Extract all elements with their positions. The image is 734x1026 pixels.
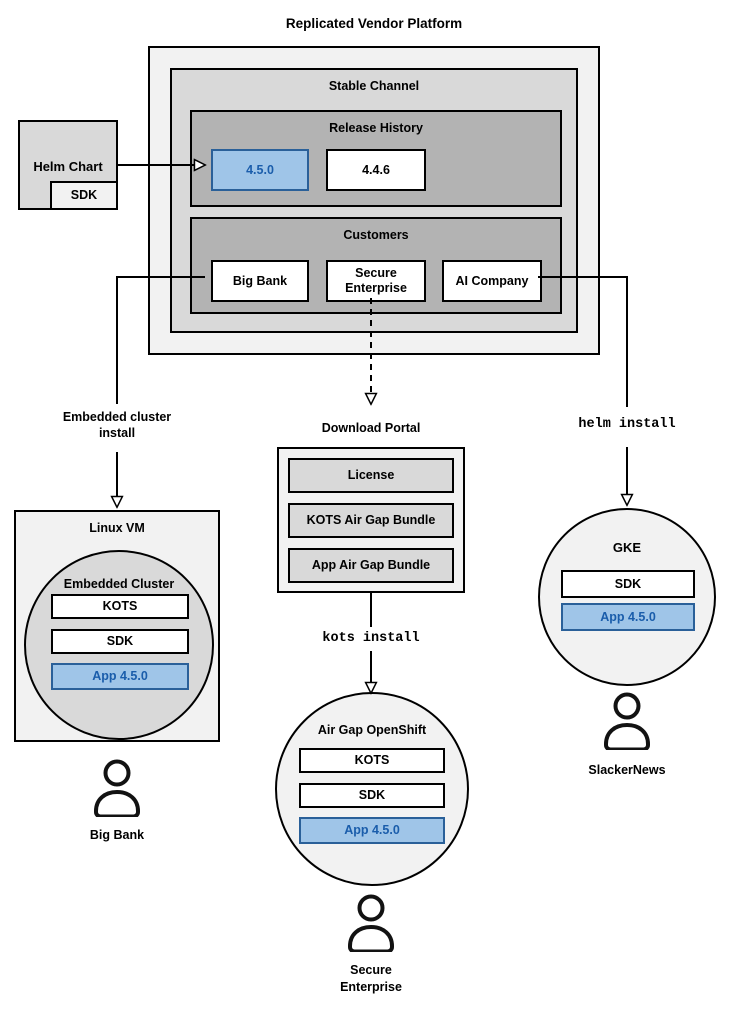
portal-app-bundle-box: App Air Gap Bundle [288,548,454,583]
airgap-sdk-box: SDK [299,783,445,808]
embedded-cluster-circle: Embedded Cluster KOTS SDK App 4.5.0 [24,550,214,740]
customer-secure-enterprise: Secure Enterprise [326,260,426,302]
release-version-previous: 4.4.6 [326,149,426,191]
slackernews-user-label: SlackerNews [588,763,666,777]
airgap-openshift-label: Air Gap OpenShift [317,723,427,737]
big-bank-user-icon [94,759,140,817]
gke-label: GKE [612,540,642,555]
release-history-label: Release History [329,121,423,135]
embedded-install-arrow-label: Embedded cluster install [62,410,172,441]
airgap-openshift-circle: Air Gap OpenShift KOTS SDK App 4.5.0 [275,692,469,886]
airgap-kots-box: KOTS [299,748,445,773]
stable-channel-box: Stable Channel Release History 4.5.0 4.4… [170,68,578,333]
customers-label: Customers [343,228,409,242]
portal-license-box: License [288,458,454,493]
slackernews-user-icon [604,692,650,750]
customer-ai-company: AI Company [442,260,542,302]
embedded-cluster-label: Embedded Cluster [63,577,175,591]
stable-channel-label: Stable Channel [328,79,420,93]
embedded-kots-box: KOTS [51,594,189,619]
linux-vm-label: Linux VM [89,521,145,535]
portal-kots-bundle-box: KOTS Air Gap Bundle [288,503,454,538]
customer-big-bank: Big Bank [211,260,309,302]
kots-install-command: kots install [322,631,420,646]
customers-box: Customers Big Bank Secure Enterprise AI … [190,217,562,314]
big-bank-user-label: Big Bank [89,828,145,842]
download-portal-label: Download Portal [321,421,421,435]
airgap-app-box: App 4.5.0 [299,817,445,844]
secure-enterprise-user-label: Secure Enterprise [340,963,402,994]
helm-install-command: helm install [578,417,676,432]
release-version-current: 4.5.0 [211,149,309,191]
linux-vm-box: Linux VM Embedded Cluster KOTS SDK App 4… [14,510,220,742]
helm-chart-label: Helm Chart [33,159,103,174]
helm-chart-sdk-tag: SDK [50,181,118,210]
gke-app-box: App 4.5.0 [561,603,695,631]
gke-sdk-box: SDK [561,570,695,598]
embedded-app-box: App 4.5.0 [51,663,189,690]
release-history-box: Release History 4.5.0 4.4.6 [190,110,562,207]
diagram-title: Replicated Vendor Platform [285,16,463,31]
download-portal-box: License KOTS Air Gap Bundle App Air Gap … [277,447,465,593]
helm-chart-box: Helm Chart SDK [18,120,118,210]
gke-circle: GKE SDK App 4.5.0 [538,508,716,686]
platform-box: Stable Channel Release History 4.5.0 4.4… [148,46,600,355]
embedded-sdk-box: SDK [51,629,189,654]
secure-enterprise-user-icon [348,894,394,952]
